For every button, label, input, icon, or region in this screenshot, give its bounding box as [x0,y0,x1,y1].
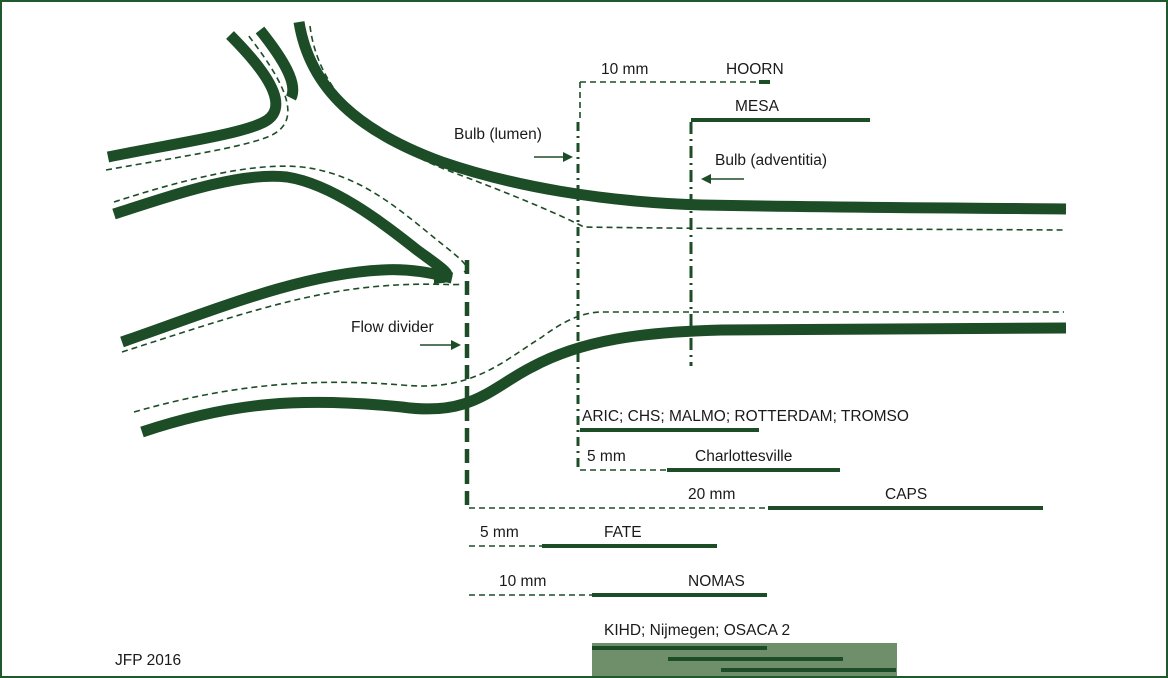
hoorn-offset-label: 10 mm [601,61,648,78]
credit-label: JFP 2016 [115,652,181,669]
bulb-lumen-label: Bulb (lumen) [454,126,542,143]
ica-upper-wall [299,22,1066,209]
dashed-outlines [106,26,1064,412]
mesa-name-label: MESA [735,98,780,115]
arrows [420,152,744,350]
hoorn-name-label: HOORN [726,61,784,78]
nomas-name-label: NOMAS [688,573,745,590]
cca-dash-upper [122,284,462,352]
study-segments [469,82,1043,676]
nomas-offset-label: 10 mm [499,573,546,590]
caps-name-label: CAPS [885,486,927,503]
bulb-lumen-arrow [534,152,573,162]
flow-divider-arrow [420,340,461,350]
kihd-name-label: KIHD; Nijmegen; OSACA 2 [604,622,790,639]
charlottesville-name-label: Charlottesville [695,448,792,465]
bulb-adventitia-arrow [701,174,744,184]
text-labels: Bulb (lumen) Bulb (adventitia) Flow divi… [115,61,927,669]
fate-offset-label: 5 mm [480,524,519,541]
eca-lower-wall [114,176,447,278]
flow-divider-label: Flow divider [351,319,434,336]
eca-wall-outer [108,35,276,157]
fate-name-label: FATE [604,524,642,541]
caps-offset-label: 20 mm [688,486,735,503]
charlottesville-offset-label: 5 mm [587,448,626,465]
aric-name-label: ARIC; CHS; MALMO; ROTTERDAM; TROMSO [582,408,909,425]
bulb-adventitia-label: Bulb (adventitia) [715,152,827,169]
